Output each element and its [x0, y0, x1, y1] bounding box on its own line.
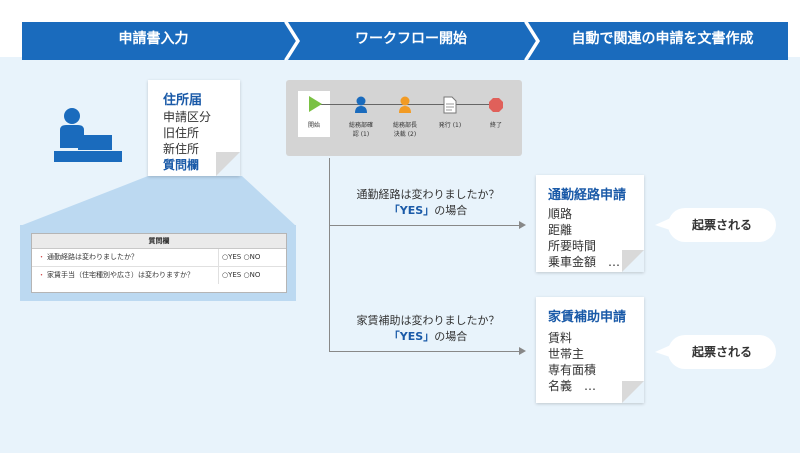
- branch-question: 家賃補助は変わりましたか？: [356, 314, 500, 327]
- form-question-1: 通勤経路は変わりましたか？: [47, 253, 138, 261]
- page-fold: [622, 250, 644, 272]
- application-item: 専有面積: [548, 363, 597, 377]
- rent-application-document: 家賃補助申請 賃料 世帯主 専有面積 名義 …: [536, 297, 644, 403]
- stop-icon: [489, 98, 503, 112]
- branch-condition-1: 通勤経路は変わりましたか？ 「YES」の場合: [336, 187, 520, 219]
- process-header: [0, 21, 800, 80]
- branch-line-1: [329, 225, 519, 226]
- form-header: 質問欄: [32, 234, 286, 249]
- application-item: 名義 …: [548, 379, 597, 393]
- commute-application-document: 通勤経路申請 順路 距離 所要時間 乗車金額 …: [536, 175, 644, 272]
- header-step-3: 自動で関連の申請を文書作成: [571, 31, 754, 47]
- bullet: ・: [38, 271, 45, 279]
- workflow-step-label: 総務部長 決裁 (2): [392, 122, 417, 138]
- document-item: 旧住所: [163, 126, 200, 140]
- branch-vertical-line: [329, 158, 330, 352]
- form-question-2: 家賃手当（住宅種別や広さ）は変わりますか？: [47, 271, 194, 279]
- document-item-question: 質問欄: [163, 158, 200, 172]
- yes-label: 「YES」: [388, 330, 435, 343]
- person-icon: [355, 96, 367, 113]
- arrow-head: [519, 221, 526, 229]
- zoom-connector: [20, 176, 296, 226]
- application-item: 順路: [548, 207, 573, 221]
- yes-label: 「YES」: [388, 204, 435, 217]
- header-step-2: ワークフロー開始: [355, 31, 467, 47]
- arrow-head: [519, 347, 526, 355]
- workflow-step-label: 開始: [307, 122, 320, 129]
- issued-bubble-1: 起票される: [668, 208, 776, 242]
- workflow-step-label: 発行 (1): [438, 122, 462, 129]
- workflow-step-label: 終了: [489, 122, 502, 129]
- form-row: ・家賃手当（住宅種別や広さ）は変わりますか？ ○YES ○NO: [32, 267, 286, 284]
- branch-question: 通勤経路は変わりましたか？: [356, 188, 500, 201]
- person-icon: [399, 96, 411, 113]
- yes-no-radio-1[interactable]: ○YES ○NO: [222, 253, 261, 261]
- document-title: 住所届: [163, 93, 203, 108]
- yes-suffix: の場合: [434, 204, 468, 217]
- workflow-start-box: [298, 91, 330, 137]
- document-item: 新住所: [163, 142, 200, 156]
- header-step-1: 申請書入力: [118, 31, 189, 47]
- header-step-1-shape: [22, 22, 297, 60]
- application-title: 通勤経路申請: [548, 188, 627, 203]
- start-icon: [309, 96, 322, 112]
- workflow-step-label: 総務部確 認 (1): [348, 122, 373, 138]
- application-item: 所要時間: [548, 239, 597, 253]
- application-item: 距離: [548, 223, 573, 237]
- branch-condition-2: 家賃補助は変わりましたか？ 「YES」の場合: [336, 313, 520, 345]
- question-form: 質問欄 ・通勤経路は変わりましたか？ ○YES ○NO ・家賃手当（住宅種別や広…: [31, 233, 287, 293]
- yes-no-radio-2[interactable]: ○YES ○NO: [222, 271, 261, 279]
- document-item: 申請区分: [163, 110, 212, 124]
- header-step-3-shape: [528, 22, 788, 60]
- yes-suffix: の場合: [434, 330, 468, 343]
- page-fold: [216, 152, 240, 176]
- document-icon: [443, 96, 457, 114]
- issued-bubble-2: 起票される: [668, 335, 776, 369]
- user-computer-icon: [54, 108, 122, 162]
- branch-line-2: [329, 351, 519, 352]
- header-step-2-shape: [288, 22, 537, 60]
- form-row: ・通勤経路は変わりましたか？ ○YES ○NO: [32, 249, 286, 267]
- application-title: 家賃補助申請: [548, 310, 627, 325]
- page-fold: [622, 381, 644, 403]
- bullet: ・: [38, 253, 45, 261]
- application-item: 世帯主: [548, 347, 585, 361]
- address-form-document: 住所届 申請区分 旧住所 新住所 質問欄: [148, 80, 240, 176]
- application-item: 賃料: [548, 331, 573, 345]
- application-item: 乗車金額 …: [548, 255, 621, 269]
